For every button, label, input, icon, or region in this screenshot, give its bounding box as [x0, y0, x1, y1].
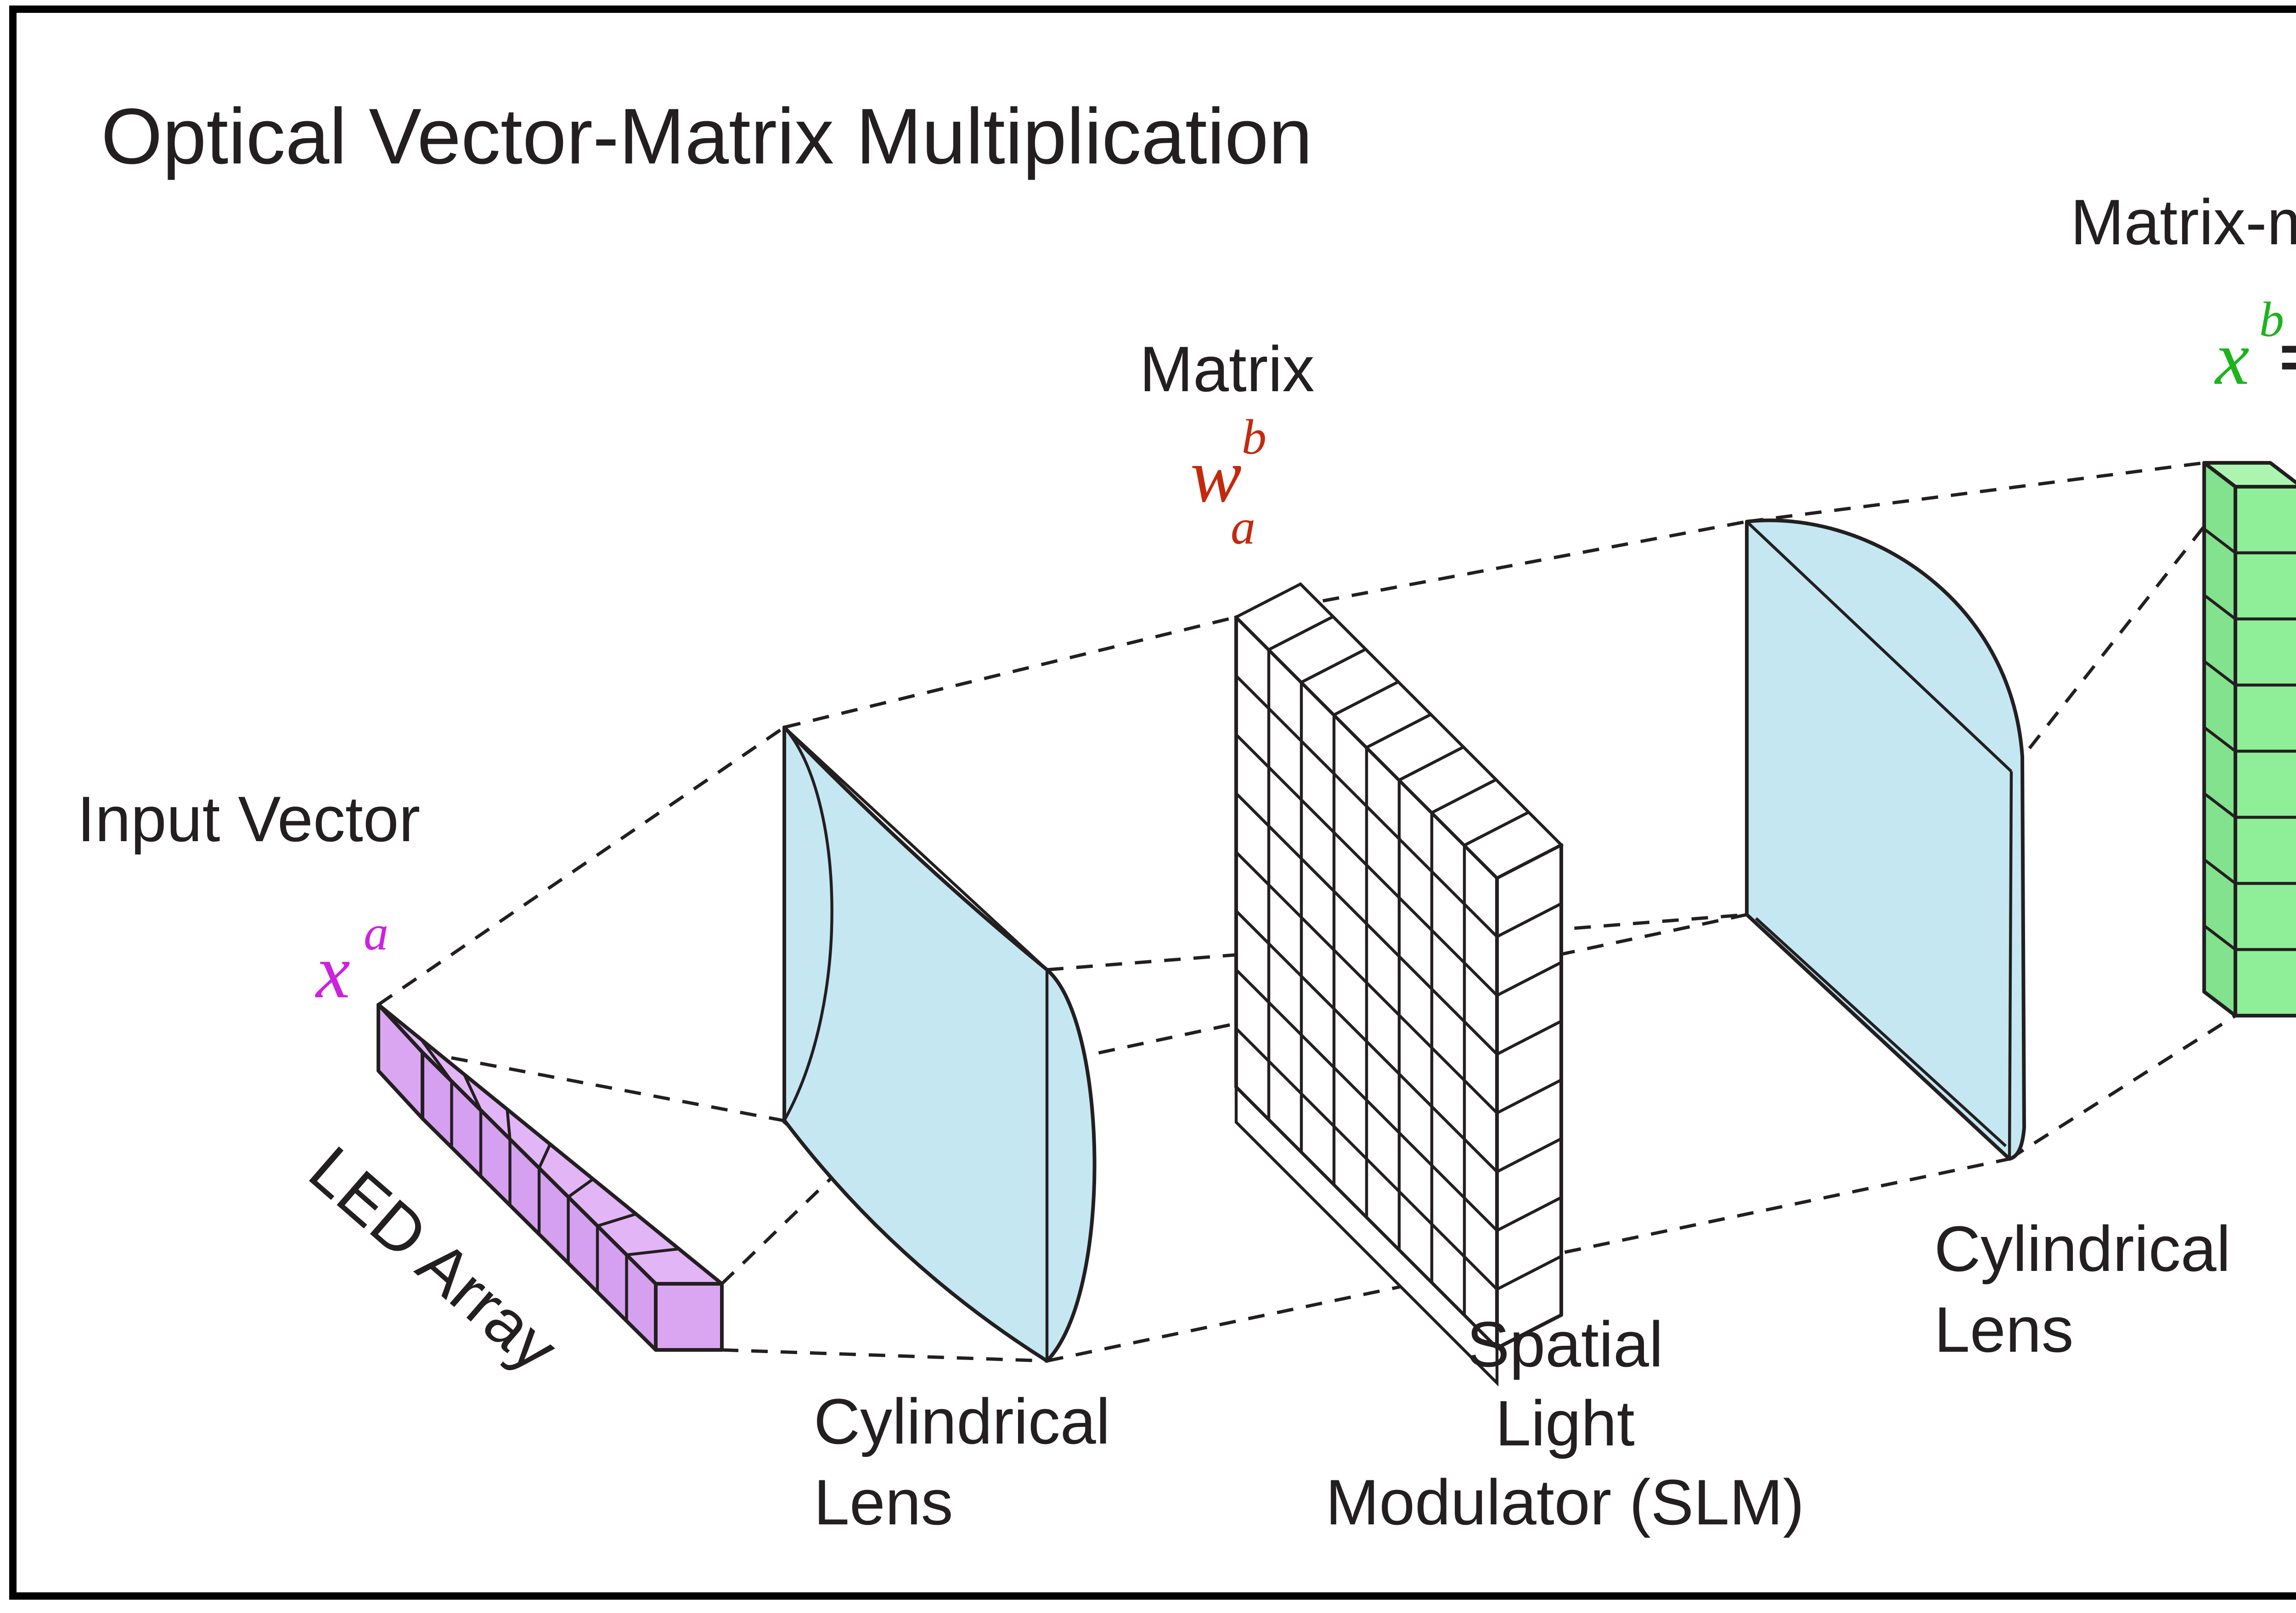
output-equation: x b = w b a x a: [2214, 292, 2296, 401]
cylindrical-lens-1: [782, 725, 1097, 1363]
input-vector-symbol-sup: a: [364, 906, 388, 961]
led-array-near-cap: [377, 1003, 424, 1120]
led-array: [377, 1003, 724, 1352]
photodiode-side-division: [2203, 726, 2236, 753]
light-ray-dashed-line: [377, 726, 786, 1006]
led-top-division: [538, 1143, 551, 1169]
weight-symbol-sub: a: [1231, 500, 1255, 555]
photodiode-cell-divisions: [2203, 528, 2296, 951]
light-ray-dashed-line: [2010, 485, 2237, 773]
lens1-body: [782, 725, 1097, 1363]
led-top-division: [597, 1212, 636, 1228]
led-array-far-cap: [654, 1282, 724, 1352]
led-top-division: [506, 1109, 512, 1140]
page-title: Optical Vector-Matrix Multiplication: [101, 92, 1312, 180]
eq-lhs-sup: b: [2259, 292, 2284, 347]
cylindrical-lens-2: [1745, 518, 2026, 1161]
slm-label: Spatial Light Modulator (SLM): [1326, 1308, 1805, 1538]
photodiode-side-division: [2203, 660, 2236, 686]
photodiode-array: [2202, 461, 2296, 1017]
lens2-body: [1745, 518, 2026, 1161]
weight-symbol-sup: b: [1242, 410, 1266, 465]
matrix-label: Matrix: [1139, 333, 1314, 405]
cylindrical-lens-right-line1: Cylindrical: [1934, 1213, 2231, 1285]
slm-side-division: [1496, 902, 1562, 938]
slm-pixel-grid: [1233, 582, 1564, 1315]
photodiode-side-division: [2203, 792, 2236, 819]
photodiode-side-division: [2203, 528, 2236, 554]
cylindrical-lens-right-line2: Lens: [1934, 1293, 2074, 1366]
light-ray-dashed-line: [1746, 461, 2205, 523]
lens1-top-edge: [783, 726, 1048, 971]
input-vector-label: Input Vector: [77, 783, 420, 855]
eq-equals: =: [2279, 322, 2296, 392]
led-top-division: [420, 1039, 453, 1082]
photodiode-side-division: [2203, 594, 2236, 620]
cylindrical-lens-right-label: Cylindrical Lens: [1934, 1213, 2231, 1366]
led-top-division: [567, 1178, 594, 1198]
photodiode-side-division: [2203, 924, 2236, 951]
led-top-division: [626, 1247, 679, 1257]
slm-side-division: [1496, 1255, 1562, 1291]
cylindrical-lens-left-label: Cylindrical Lens: [814, 1385, 1110, 1538]
slm-label-line2: Light: [1495, 1387, 1635, 1459]
lens1-near-profile-arc: [783, 726, 833, 1121]
slm-side-division: [1496, 961, 1562, 997]
led-top-division: [463, 1073, 482, 1111]
lens2-far-flat-edge: [2008, 771, 2013, 1159]
led-array-cell-divisions: [420, 1039, 679, 1321]
lens2-bottom-inner-edge: [1755, 917, 2007, 1147]
slm-side-division: [1496, 1196, 1562, 1232]
lens2-top-chord-edge: [1745, 520, 2013, 773]
slm-label-line1: Spatial: [1467, 1308, 1663, 1380]
light-ray-dashed-line: [2009, 1014, 2236, 1161]
eq-lhs-base: x: [2214, 315, 2250, 401]
weight-symbol-base: w: [1190, 433, 1242, 518]
input-vector-symbol: x a: [315, 906, 388, 1014]
input-vector-symbol-base: x: [315, 929, 350, 1014]
light-ray-dashed-line: [721, 1348, 1047, 1363]
slm-side-division: [1496, 1079, 1562, 1114]
slm-bottom-strip: [1234, 1084, 1499, 1387]
light-ray-dashed-line: [422, 1051, 783, 1122]
slm-side-division: [1496, 1137, 1562, 1173]
photodiode-side-division: [2203, 858, 2236, 885]
light-ray-dashed-line: [784, 615, 1237, 729]
cylindrical-lens-left-line1: Cylindrical: [814, 1385, 1110, 1457]
slm-back-top-edge: [1299, 583, 1563, 846]
output-label: Matrix-multiplied Output: [2071, 186, 2296, 258]
slm-side-division: [1496, 1020, 1562, 1056]
cylindrical-lens-left-line2: Lens: [814, 1466, 953, 1538]
spatial-light-modulator: [1233, 582, 1564, 1387]
weight-matrix-symbol: w b a: [1190, 410, 1266, 555]
slm-label-line3: Modulator (SLM): [1326, 1466, 1805, 1538]
